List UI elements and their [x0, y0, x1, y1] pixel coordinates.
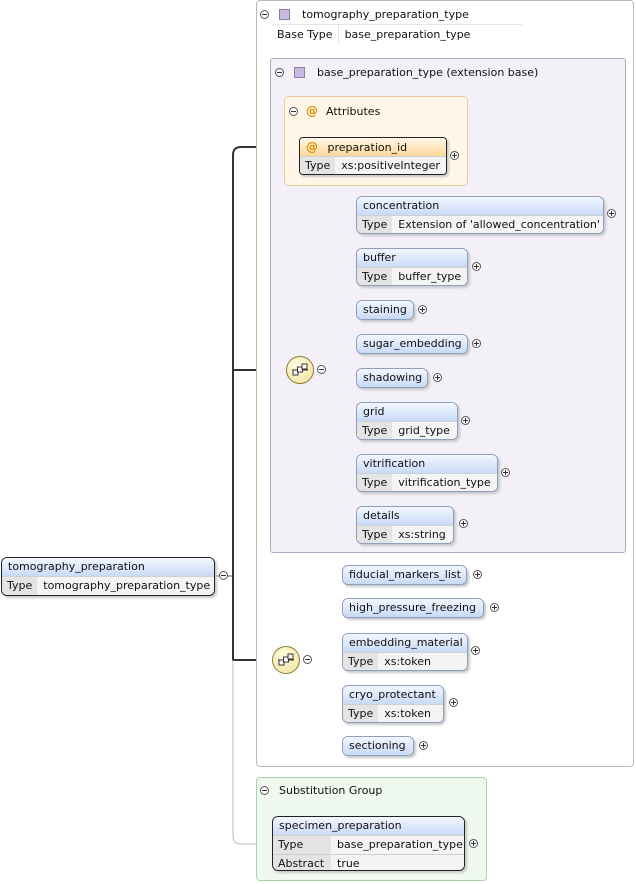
type-value: tomography_preparation_type [37, 577, 214, 595]
element-name: shadowing [357, 369, 427, 387]
element-vitrification[interactable]: vitrification Type vitrification_type [356, 454, 498, 492]
attribute-name: preparation_id [327, 141, 408, 154]
type-value: xs:token [378, 653, 467, 670]
sequence-compositor-icon[interactable] [286, 356, 314, 384]
element-buffer[interactable]: buffer Type buffer_type [356, 248, 468, 286]
expand-plus-icon[interactable] [501, 468, 510, 477]
sequence-compositor-icon[interactable] [272, 646, 300, 674]
expand-plus-icon[interactable] [433, 373, 442, 382]
attributes-title: Attributes [326, 104, 381, 118]
complex-type-header: tomography_preparation_type [260, 4, 560, 24]
expand-plus-icon[interactable] [490, 603, 499, 612]
expand-plus-icon[interactable] [473, 570, 482, 579]
type-label: Type [357, 474, 393, 491]
complex-type-icon [279, 8, 290, 20]
expand-plus-icon[interactable] [469, 839, 478, 848]
extension-header: base_preparation_type (extension base) [275, 62, 615, 82]
type-label: Type [343, 653, 379, 670]
attribute-preparation-id[interactable]: @ preparation_id Type xs:positiveInteger [299, 137, 447, 175]
element-high-pressure-freezing[interactable]: high_pressure_freezing [342, 598, 484, 618]
collapse-minus-icon[interactable] [275, 67, 284, 77]
expand-plus-icon[interactable] [471, 646, 480, 655]
expand-plus-icon[interactable] [472, 262, 481, 271]
collapse-minus-icon[interactable] [289, 106, 298, 116]
element-name: sectioning [343, 737, 413, 755]
expand-plus-icon[interactable] [450, 151, 459, 160]
element-name: tomography_preparation [2, 558, 214, 576]
element-name: buffer [357, 249, 467, 267]
expand-plus-icon[interactable] [607, 209, 616, 218]
abstract-label: Abstract [273, 855, 331, 870]
element-name: grid [357, 403, 457, 421]
complex-type-title: tomography_preparation_type [302, 7, 469, 21]
type-label: Type [357, 526, 393, 543]
element-name: high_pressure_freezing [343, 599, 483, 617]
abstract-value: true [331, 855, 464, 870]
type-value: grid_type [392, 422, 457, 439]
expand-plus-icon[interactable] [461, 416, 470, 425]
complex-type-icon [294, 66, 305, 78]
type-label: Type [2, 577, 38, 595]
type-label: Type [273, 836, 331, 854]
element-name: cryo_protectant [343, 686, 443, 704]
element-name: embedding_material [343, 634, 467, 652]
attribute-at-icon: @ [306, 140, 318, 154]
attribute-at-icon: @ [306, 104, 318, 118]
expand-plus-icon[interactable] [472, 339, 481, 348]
element-concentration[interactable]: concentration Type Extension of 'allowed… [356, 196, 604, 234]
collapse-minus-icon[interactable] [219, 571, 228, 580]
element-name: staining [357, 301, 413, 319]
element-shadowing[interactable]: shadowing [356, 368, 428, 388]
element-sectioning[interactable]: sectioning [342, 736, 414, 756]
type-value: vitrification_type [392, 474, 497, 491]
element-name: specimen_preparation [273, 817, 464, 835]
element-details[interactable]: details Type xs:string [356, 506, 454, 544]
element-cryo-protectant[interactable]: cryo_protectant Type xs:token [342, 685, 444, 723]
base-type-row: Base Type base_preparation_type [272, 24, 522, 43]
element-specimen-preparation[interactable]: specimen_preparation Type base_preparati… [272, 816, 465, 871]
type-label: Type [300, 157, 336, 174]
type-label: Type [343, 705, 379, 722]
element-name: sugar_embedding [357, 335, 467, 353]
element-name: details [357, 507, 453, 525]
type-value: base_preparation_type [331, 836, 464, 854]
element-grid[interactable]: grid Type grid_type [356, 402, 458, 440]
element-sugar-embedding[interactable]: sugar_embedding [356, 334, 468, 354]
element-name: vitrification [357, 455, 497, 473]
expand-plus-icon[interactable] [419, 741, 428, 750]
expand-plus-icon[interactable] [459, 519, 468, 528]
type-value: xs:token [378, 705, 443, 722]
base-type-label: Base Type [272, 25, 339, 43]
element-embedding-material[interactable]: embedding_material Type xs:token [342, 633, 468, 671]
type-value: xs:string [392, 526, 453, 543]
element-name: concentration [357, 197, 603, 215]
element-fiducial-markers-list[interactable]: fiducial_markers_list [342, 565, 467, 585]
type-value: Extension of 'allowed_concentration' [392, 216, 603, 233]
type-value: xs:positiveInteger [335, 157, 446, 174]
type-value: buffer_type [392, 268, 467, 285]
element-staining[interactable]: staining [356, 300, 414, 320]
expand-plus-icon[interactable] [449, 698, 458, 707]
root-element-tomography-preparation[interactable]: tomography_preparation Type tomography_p… [1, 557, 215, 596]
base-type-value: base_preparation_type [344, 28, 471, 41]
extension-title: base_preparation_type (extension base) [317, 65, 539, 79]
collapse-minus-icon[interactable] [260, 9, 269, 19]
expand-plus-icon[interactable] [418, 305, 427, 314]
attributes-header: @ Attributes [289, 101, 459, 121]
collapse-minus-icon[interactable] [317, 365, 326, 374]
substitution-group-title: Substitution Group [279, 783, 383, 797]
type-label: Type [357, 216, 393, 233]
collapse-minus-icon[interactable] [303, 655, 312, 664]
type-label: Type [357, 268, 393, 285]
substitution-group-header: Substitution Group [260, 780, 460, 800]
element-name: fiducial_markers_list [343, 566, 466, 584]
type-label: Type [357, 422, 393, 439]
collapse-minus-icon[interactable] [260, 785, 269, 795]
